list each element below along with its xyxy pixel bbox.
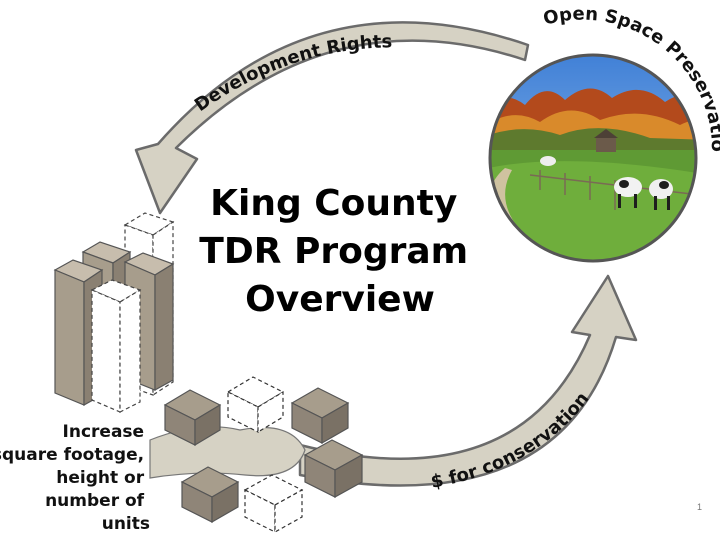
title-line-3: Overview	[245, 279, 435, 320]
development-label-line-4: number of	[45, 491, 145, 511]
page-number: 1	[697, 502, 702, 512]
title-line-1: King County	[210, 183, 457, 224]
title-line-2: TDR Program	[199, 231, 468, 272]
development-label-line-5: units	[102, 514, 150, 534]
development-label-line-1: Increase	[63, 422, 145, 442]
development-label-line-2: square footage,	[0, 445, 144, 465]
houses-illustration	[149, 376, 364, 534]
buildings-illustration	[53, 212, 175, 413]
open-space-photo	[488, 53, 698, 263]
slide-title: King County TDR Program Overview	[199, 183, 480, 320]
development-label-line-3: height or	[56, 468, 144, 488]
development-label: Increase square footage, height or numbe…	[0, 422, 150, 534]
